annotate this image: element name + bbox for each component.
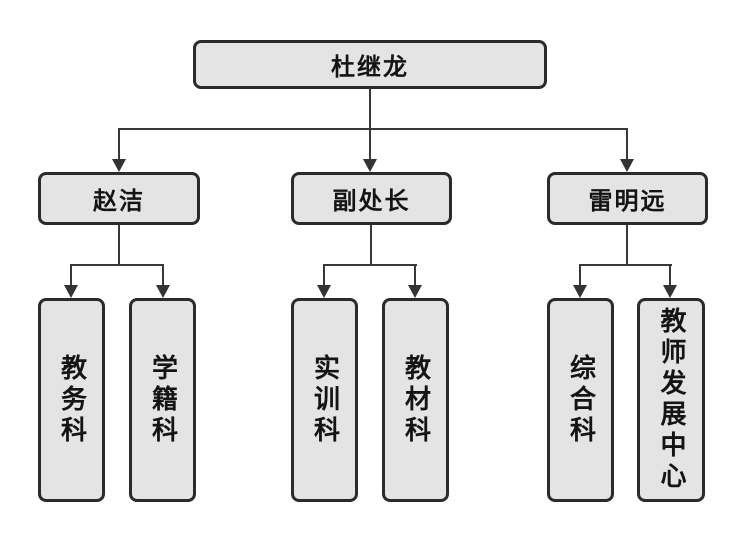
arrow-down-icon xyxy=(64,285,78,298)
connector-manager-3-vertical xyxy=(626,225,628,265)
org-node-root-label: 杜继龙 xyxy=(331,52,409,81)
arrow-down-icon xyxy=(112,159,126,172)
org-node-manager-1: 赵洁 xyxy=(38,172,200,225)
connector-drop-manager-1 xyxy=(118,128,120,159)
connector-manager-1-vertical xyxy=(118,225,120,265)
arrow-down-icon xyxy=(620,159,634,172)
arrow-down-icon xyxy=(573,285,587,298)
arrow-down-icon xyxy=(408,285,422,298)
org-node-dept-label: 综合科 xyxy=(565,353,596,447)
arrow-down-icon xyxy=(317,285,331,298)
org-node-manager-2: 副处长 xyxy=(291,172,452,225)
connector-drop-dept xyxy=(323,264,325,285)
connector-drop-manager-3 xyxy=(626,128,628,159)
org-node-dept-label: 实训科 xyxy=(309,353,340,447)
org-node-dept-label: 教材科 xyxy=(400,353,431,447)
arrow-down-icon xyxy=(156,285,170,298)
connector-drop-dept xyxy=(669,264,671,285)
org-node-dept-student-records: 学籍科 xyxy=(129,298,196,502)
connector-drop-dept xyxy=(414,264,416,285)
connector-manager-3-horizontal xyxy=(579,264,672,266)
org-node-root: 杜继龙 xyxy=(193,40,547,89)
org-node-dept-label: 学籍科 xyxy=(147,353,178,447)
org-node-dept-label: 教师发展中心 xyxy=(656,307,686,493)
connector-manager-2-horizontal xyxy=(323,264,417,266)
org-node-dept-teacher-development: 教师发展中心 xyxy=(637,298,705,502)
org-node-dept-label: 教务科 xyxy=(56,353,87,447)
org-node-dept-general-affairs: 综合科 xyxy=(547,298,614,502)
org-node-manager-3: 雷明远 xyxy=(547,172,708,225)
connector-manager-1-horizontal xyxy=(70,264,164,266)
connector-manager-2-vertical xyxy=(370,225,372,265)
arrow-down-icon xyxy=(363,159,377,172)
arrow-down-icon xyxy=(663,285,677,298)
org-node-dept-teaching-materials: 教材科 xyxy=(382,298,449,502)
org-node-manager-2-label: 副处长 xyxy=(332,186,411,215)
org-node-manager-3-label: 雷明远 xyxy=(588,186,667,215)
org-node-dept-academic-affairs: 教务科 xyxy=(38,298,105,502)
connector-drop-dept xyxy=(579,264,581,285)
connector-drop-dept xyxy=(70,264,72,285)
org-node-dept-practical-training: 实训科 xyxy=(291,298,358,502)
connector-root-vertical xyxy=(369,88,371,159)
connector-root-horizontal xyxy=(118,128,628,130)
connector-drop-dept xyxy=(162,264,164,285)
org-node-manager-1-label: 赵洁 xyxy=(93,186,145,215)
